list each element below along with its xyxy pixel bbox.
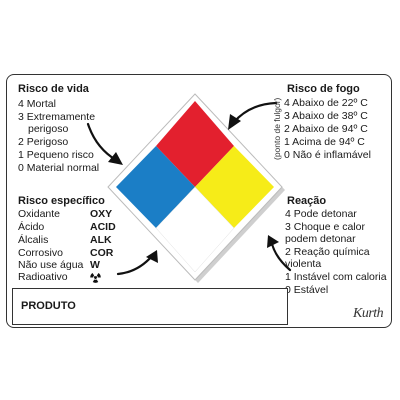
product-field: PRODUTO bbox=[12, 288, 288, 325]
special-label: Radioativo bbox=[18, 271, 68, 283]
special-code: ACID bbox=[90, 221, 116, 233]
fire-item: 3 Abaixo de 38º C bbox=[284, 110, 368, 122]
reactivity-item: 3 Choque e calor bbox=[285, 221, 365, 233]
special-label: Oxidante bbox=[18, 208, 61, 220]
health-item: 4 Mortal bbox=[18, 98, 56, 110]
health-item: 1 Pequeno risco bbox=[18, 149, 94, 161]
special-quadrant bbox=[155, 186, 235, 273]
health-item: 0 Material normal bbox=[18, 162, 100, 174]
fire-item: 2 Abaixo de 94º C bbox=[284, 123, 368, 135]
arrowhead-health bbox=[108, 152, 123, 165]
health-item: 2 Perigoso bbox=[18, 136, 69, 148]
special-code: COR bbox=[90, 247, 114, 259]
reactivity-title: Reação bbox=[287, 195, 327, 207]
reactivity-item: 0 Estável bbox=[285, 284, 329, 296]
special-label: Álcalis bbox=[18, 234, 49, 246]
health-item: 3 Extremamente bbox=[18, 111, 96, 123]
special-label: Não use água bbox=[18, 259, 84, 271]
reactivity-item: podem detonar bbox=[285, 233, 356, 245]
arrow-special bbox=[116, 254, 154, 276]
health-item: perigoso bbox=[28, 123, 69, 135]
product-label: PRODUTO bbox=[21, 300, 76, 312]
special-label: Ácido bbox=[18, 221, 45, 233]
reactivity-item: 4 Pode detonar bbox=[285, 208, 357, 220]
special-code: W bbox=[90, 259, 100, 271]
special-code: ALK bbox=[90, 234, 112, 246]
fire-item: 4 Abaixo de 22º C bbox=[284, 97, 368, 109]
health-title: Risco de vida bbox=[18, 83, 89, 95]
fire-quadrant bbox=[156, 101, 234, 187]
brand-logo: Kurth bbox=[353, 306, 384, 321]
reactivity-item: violenta bbox=[285, 258, 322, 270]
fire-item: 0 Não é inflamável bbox=[284, 149, 371, 161]
reactivity-item: 2 Reação química bbox=[285, 246, 370, 258]
special-label: Corrosivo bbox=[18, 247, 63, 259]
radiation-icon bbox=[90, 273, 101, 283]
fire-item: 1 Acima de 94º C bbox=[284, 136, 365, 148]
arrowhead-special bbox=[146, 250, 158, 263]
arrow-fire bbox=[232, 101, 278, 124]
special-code: OXY bbox=[90, 208, 113, 220]
arrowhead-fire bbox=[228, 114, 241, 130]
reactivity-item: 1 Instável com caloria bbox=[285, 271, 387, 283]
fire-title: Risco de fogo bbox=[287, 83, 360, 95]
special-title: Risco específico bbox=[18, 195, 105, 207]
fire-subtitle: (ponto de fulgor) bbox=[272, 97, 282, 160]
arrow-reactivity bbox=[270, 242, 292, 272]
arrowhead-reactivity bbox=[267, 235, 279, 248]
